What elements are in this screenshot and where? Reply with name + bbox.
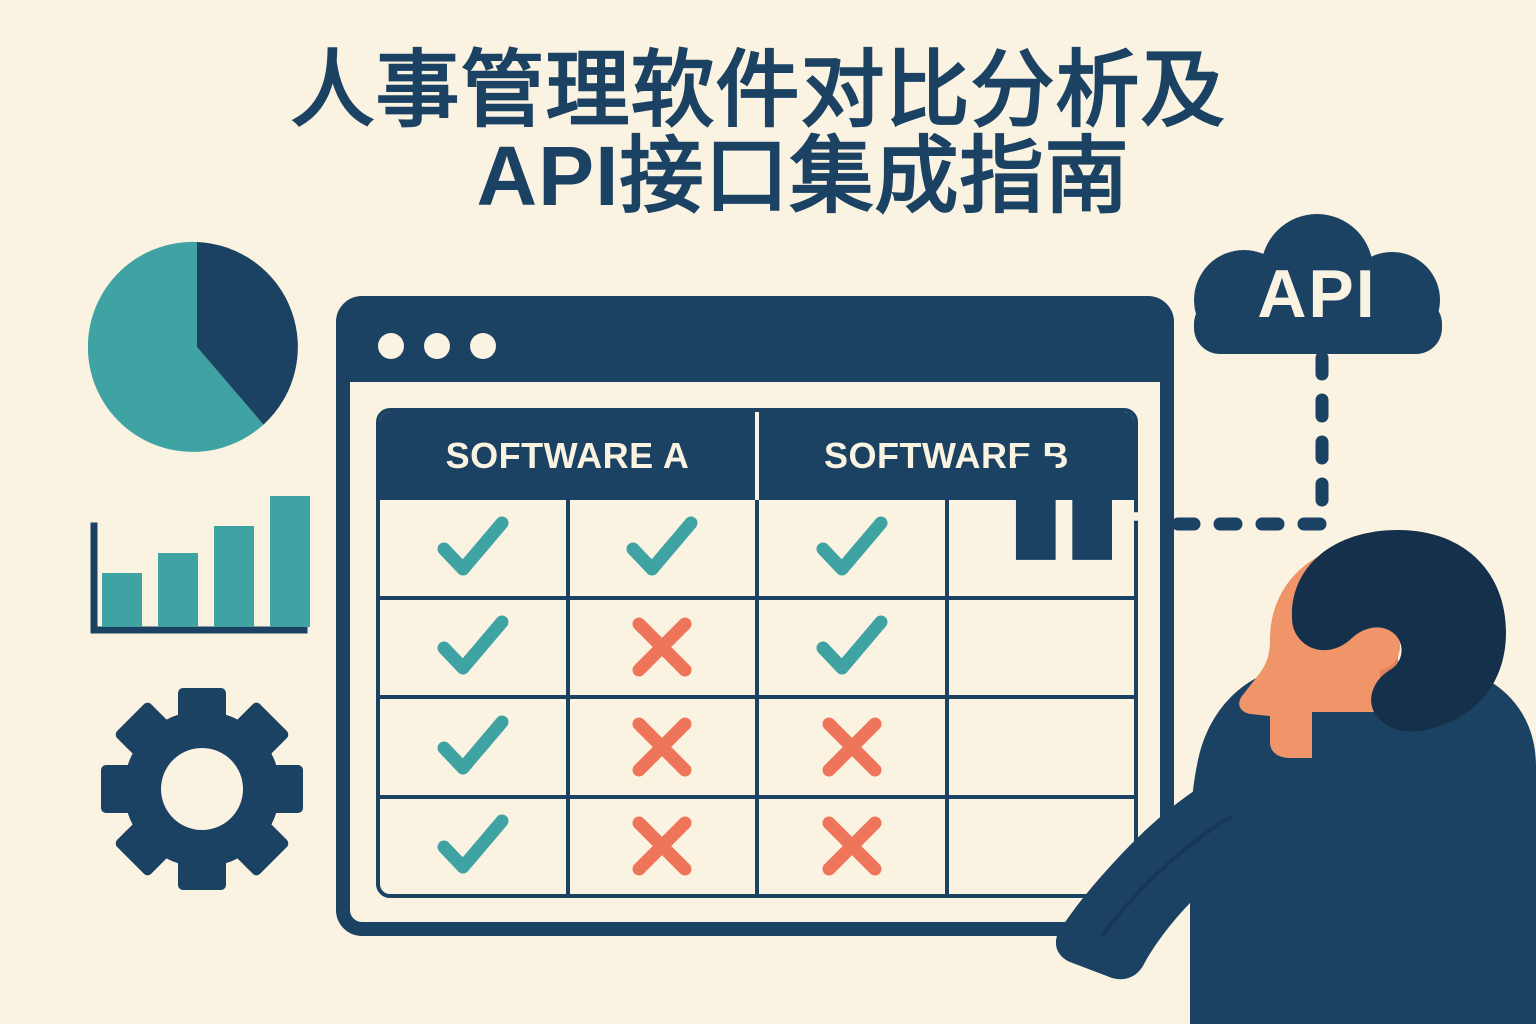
table-cell-chart[interactable]	[944, 500, 1135, 596]
pie-slice-segment-b	[88, 241, 264, 452]
person-neck	[1312, 616, 1398, 703]
cloud-icon	[1194, 214, 1442, 354]
table-cell[interactable]	[565, 599, 756, 695]
bar-chart	[90, 496, 310, 634]
window-dot-close-icon[interactable]	[378, 333, 404, 359]
table-cell[interactable]	[565, 798, 756, 894]
window-dot-minimize-icon[interactable]	[424, 333, 450, 359]
browser-window: SOFTWARE A SOFTWARE B	[336, 296, 1174, 936]
cross-icon	[822, 717, 882, 777]
table-header-software-a: SOFTWARE A	[445, 435, 690, 476]
bar-1	[102, 573, 142, 627]
bar-4	[270, 496, 310, 627]
check-icon	[437, 715, 509, 775]
table-cell[interactable]	[380, 699, 566, 795]
comparison-table: SOFTWARE A SOFTWARE B	[376, 408, 1160, 898]
person-hair	[1291, 530, 1506, 732]
pie-slice-segment-a	[197, 242, 298, 425]
table-row	[380, 794, 1135, 895]
api-dashed-connector	[1171, 352, 1329, 531]
table-header-software-b: SOFTWARE B	[755, 412, 1134, 500]
check-icon	[437, 615, 509, 675]
table-cell[interactable]	[565, 500, 756, 596]
table-cell[interactable]	[380, 799, 566, 895]
title-line-1: 人事管理软件对比分析及	[290, 43, 1226, 137]
table-cell[interactable]	[755, 500, 945, 596]
chart-axes	[90, 522, 308, 634]
gear-icon	[101, 688, 303, 890]
table-cell[interactable]	[755, 599, 945, 695]
cross-icon	[632, 617, 692, 677]
cross-icon	[632, 816, 692, 876]
table-cell[interactable]	[755, 798, 945, 894]
table-cell-chart[interactable]	[944, 599, 1135, 695]
check-icon	[437, 516, 509, 576]
browser-titlebar	[350, 310, 1160, 382]
table-cell[interactable]	[380, 500, 566, 596]
person-face	[1239, 542, 1380, 758]
table-row	[380, 595, 1135, 696]
table-row	[380, 695, 1134, 795]
check-icon	[626, 516, 698, 576]
table-cell[interactable]	[944, 798, 1135, 894]
table-row	[380, 500, 1134, 596]
table-cell-hand[interactable]	[944, 699, 1135, 795]
table-cell[interactable]	[380, 600, 566, 696]
cross-icon	[822, 816, 882, 876]
table-cell[interactable]	[755, 699, 945, 795]
title-line-2: API接口集成指南	[476, 128, 1130, 223]
table-body	[380, 500, 1134, 894]
window-dot-maximize-icon[interactable]	[470, 333, 496, 359]
pie-chart	[88, 241, 298, 452]
check-icon	[437, 814, 509, 874]
person-ear	[1364, 626, 1400, 671]
connector-path	[1171, 352, 1329, 531]
browser-content: SOFTWARE A SOFTWARE B	[350, 382, 1160, 922]
check-icon	[816, 615, 888, 675]
bar-3	[214, 526, 254, 627]
person-torso	[1190, 660, 1536, 1024]
page-title: 人事管理软件对比分析及 API接口集成指南	[0, 43, 1536, 223]
cross-icon	[632, 717, 692, 777]
check-icon	[816, 516, 888, 576]
table-header-row: SOFTWARE A SOFTWARE B	[380, 412, 1134, 500]
bar-2	[158, 553, 198, 627]
table-cell[interactable]	[565, 699, 756, 795]
